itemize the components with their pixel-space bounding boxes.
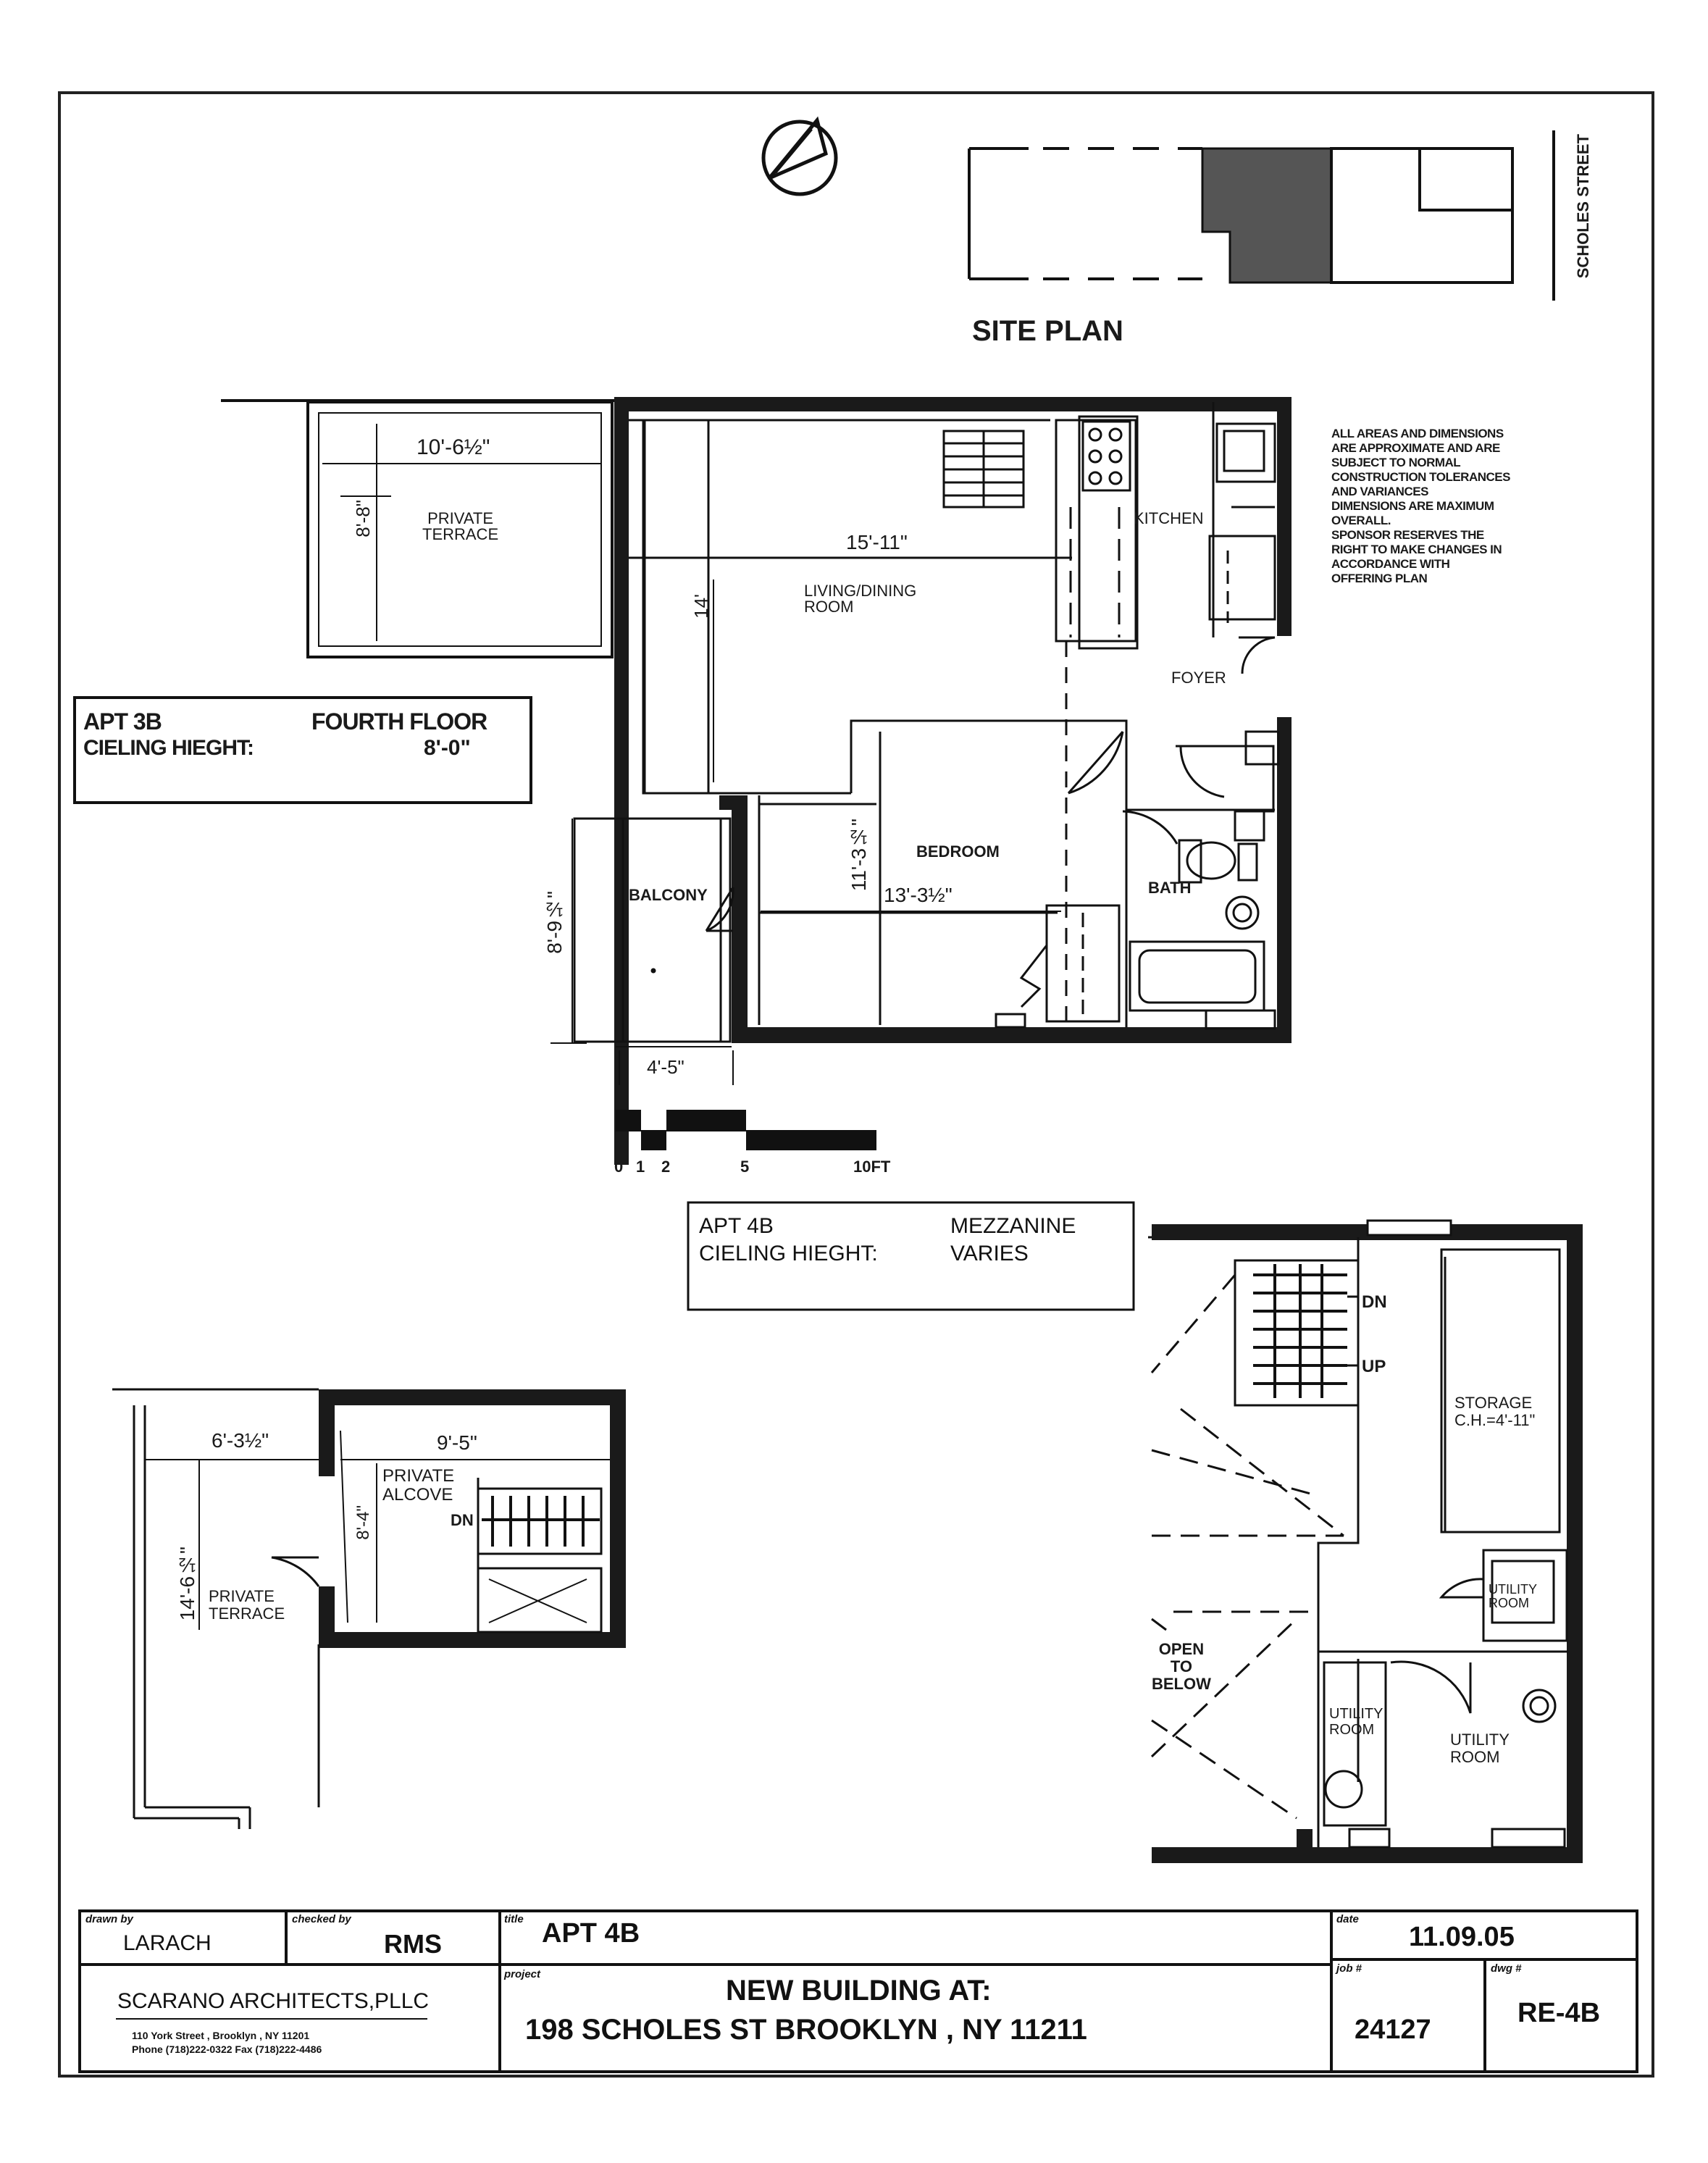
terrace-label: PRIVATE TERRACE xyxy=(422,509,499,543)
project-line-2: 198 SCHOLES ST BROOKLYN , NY 11211 xyxy=(525,2014,1087,2046)
note-line: CONSTRUCTION TOLERANCES xyxy=(1331,470,1510,484)
balcony-width-dim: 4'-5" xyxy=(647,1056,685,1078)
apt4b-ceiling-value: VARIES xyxy=(950,1242,1029,1265)
apt4b-label: APT 4B xyxy=(699,1214,774,1238)
north-arrow-icon xyxy=(761,116,838,196)
title-value: APT 4B xyxy=(542,1918,640,1949)
scale-tick: 10FT xyxy=(853,1158,891,1176)
balcony-label: BALCONY xyxy=(629,886,708,904)
note-line: AND VARIANCES xyxy=(1331,485,1428,498)
note-line: ARE APPROXIMATE AND ARE xyxy=(1331,441,1500,455)
checked-by: RMS xyxy=(384,1929,442,1959)
note-line: ALL AREAS AND DIMENSIONS xyxy=(1331,427,1504,440)
fourth-floor-plan xyxy=(221,397,1292,1165)
job-number: 24127 xyxy=(1355,2015,1431,2045)
title-block xyxy=(78,1909,1638,2073)
note-line: DIMENSIONS ARE MAXIMUM xyxy=(1331,499,1494,513)
note-line: OFFERING PLAN xyxy=(1331,572,1428,585)
apt3b-floor: FOURTH FLOOR xyxy=(311,708,487,735)
roof-dn-label: DN xyxy=(451,1511,474,1529)
open-to-below-label: OPEN TO BELOW xyxy=(1152,1640,1211,1694)
disclaimer-notes: ALL AREAS AND DIMENSIONS ARE APPROXIMATE… xyxy=(1331,427,1599,585)
terrace-height-dim: 8'-8" xyxy=(352,500,374,537)
apt4b-floor: MEZZANINE xyxy=(950,1214,1076,1238)
utility-room-right-label: UTILITY ROOM xyxy=(1450,1731,1510,1767)
site-plan-drawing xyxy=(968,130,1555,301)
apt4b-ceiling-label: CIELING HIEGHT: xyxy=(699,1242,878,1265)
mezz-dn-label: DN xyxy=(1362,1292,1387,1312)
checked-by-label: checked by xyxy=(292,1913,351,1925)
utility-room-left-label: UTILITY ROOM xyxy=(1329,1706,1383,1738)
drawn-by: LARACH xyxy=(123,1931,212,1955)
firm-phone: Phone (718)222-0322 Fax (718)222-4486 xyxy=(132,2043,322,2055)
street-label: SCHOLES STREET xyxy=(1574,134,1592,279)
note-line: ACCORDANCE WITH xyxy=(1331,557,1450,571)
dwg-number: RE-4B xyxy=(1517,1998,1601,2028)
title-label: title xyxy=(504,1913,524,1925)
alcove-height-dim: 8'-4" xyxy=(353,1505,373,1540)
project-label: project xyxy=(504,1968,541,1980)
mezzanine-plan xyxy=(1148,1219,1583,1863)
scale-tick: 5 xyxy=(740,1158,750,1176)
storage-label: STORAGE C.H.=4'-11" xyxy=(1454,1394,1536,1430)
date-label: date xyxy=(1336,1913,1359,1925)
firm-address: 110 York Street , Brooklyn , NY 11201 xyxy=(132,2030,310,2041)
alcove-width-dim: 9'-5" xyxy=(437,1431,477,1454)
bedroom-width-dim: 13'-3½" xyxy=(884,884,953,906)
bath-label: BATH xyxy=(1148,879,1192,897)
foyer-label: FOYER xyxy=(1171,669,1226,687)
site-plan-title: SITE PLAN xyxy=(972,315,1123,347)
kitchen-label: KITCHEN xyxy=(1134,509,1204,527)
project-line-1: NEW BUILDING AT: xyxy=(726,1975,992,2007)
roof-terrace-width-dim: 6'-3½" xyxy=(212,1429,269,1452)
bedroom-label: BEDROOM xyxy=(916,842,1000,861)
apt3b-info-box xyxy=(73,696,532,804)
roof-terrace-label: PRIVATE TERRACE xyxy=(209,1587,285,1623)
note-line: SPONSOR RESERVES THE xyxy=(1331,528,1484,542)
note-line: SUBJECT TO NORMAL xyxy=(1331,456,1461,469)
living-width-dim: 15'-11" xyxy=(846,531,908,553)
scale-tick: 2 xyxy=(661,1158,671,1176)
note-line: OVERALL. xyxy=(1331,514,1391,527)
scale-tick: 1 xyxy=(636,1158,645,1176)
note-line: RIGHT TO MAKE CHANGES IN xyxy=(1331,543,1502,556)
terrace-width-dim: 10'-6½" xyxy=(416,435,490,459)
bedroom-height-dim: 11'-3½" xyxy=(847,819,870,892)
apt3b-ceiling-value: 8'-0" xyxy=(424,736,471,760)
apt4b-info-box xyxy=(687,1201,1135,1311)
roof-plan xyxy=(112,1388,626,1829)
date-value: 11.09.05 xyxy=(1409,1922,1515,1952)
alcove-label: PRIVATE ALCOVE xyxy=(382,1466,455,1505)
scale-bar xyxy=(616,1110,876,1150)
page-border xyxy=(58,91,1654,2078)
living-height-dim: 14' xyxy=(690,594,712,619)
apt3b-ceiling-label: CIELING HIEGHT: xyxy=(83,736,254,760)
mezz-up-label: UP xyxy=(1362,1357,1386,1376)
living-room-label: LIVING/DINING ROOM xyxy=(804,582,917,616)
utility-room-small-label: UTILITY ROOM xyxy=(1489,1582,1538,1610)
scale-tick: 0 xyxy=(614,1158,624,1176)
firm-name: SCARANO ARCHITECTS,PLLC xyxy=(117,1989,430,2013)
dwg-label: dwg # xyxy=(1491,1962,1522,1975)
job-label: job # xyxy=(1336,1962,1362,1975)
drawn-by-label: drawn by xyxy=(85,1913,133,1925)
roof-terrace-height-dim: 14'-6½" xyxy=(176,1547,198,1621)
apt3b-label: APT 3B xyxy=(83,708,162,735)
balcony-height-dim: 8'-9½" xyxy=(543,891,566,954)
